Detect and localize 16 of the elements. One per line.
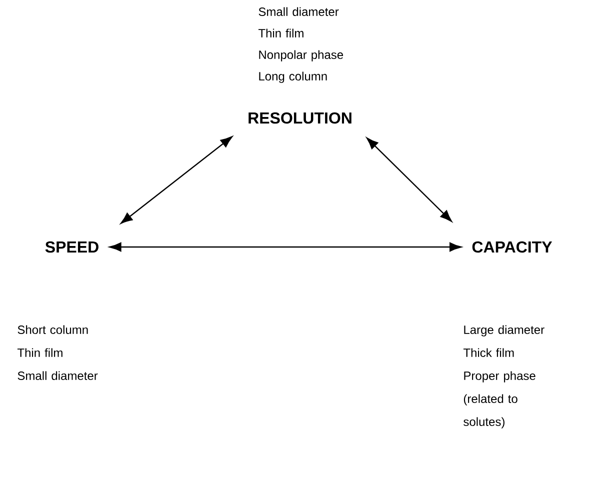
list-item: Small diameter [258,7,339,16]
list-item: Thin film [258,28,304,38]
heading-label: SPEED [45,241,98,253]
list-item: Large diameter [464,325,544,336]
list-item: Nonpolar phase [259,50,344,62]
heading-label: RESOLUTION [248,112,352,124]
double-arrow [120,136,232,224]
list-item: Small diameter [18,371,98,380]
list-item: Thick film [463,348,514,357]
double-arrow [109,242,462,252]
list-item: Short column [18,325,88,334]
list-item: Proper phase (related to solutes) [464,371,536,428]
double-arrow [366,138,452,222]
list-item: Long column [259,72,327,83]
heading-label: CAPACITY [472,241,552,253]
list-item: Thin film [17,348,62,357]
